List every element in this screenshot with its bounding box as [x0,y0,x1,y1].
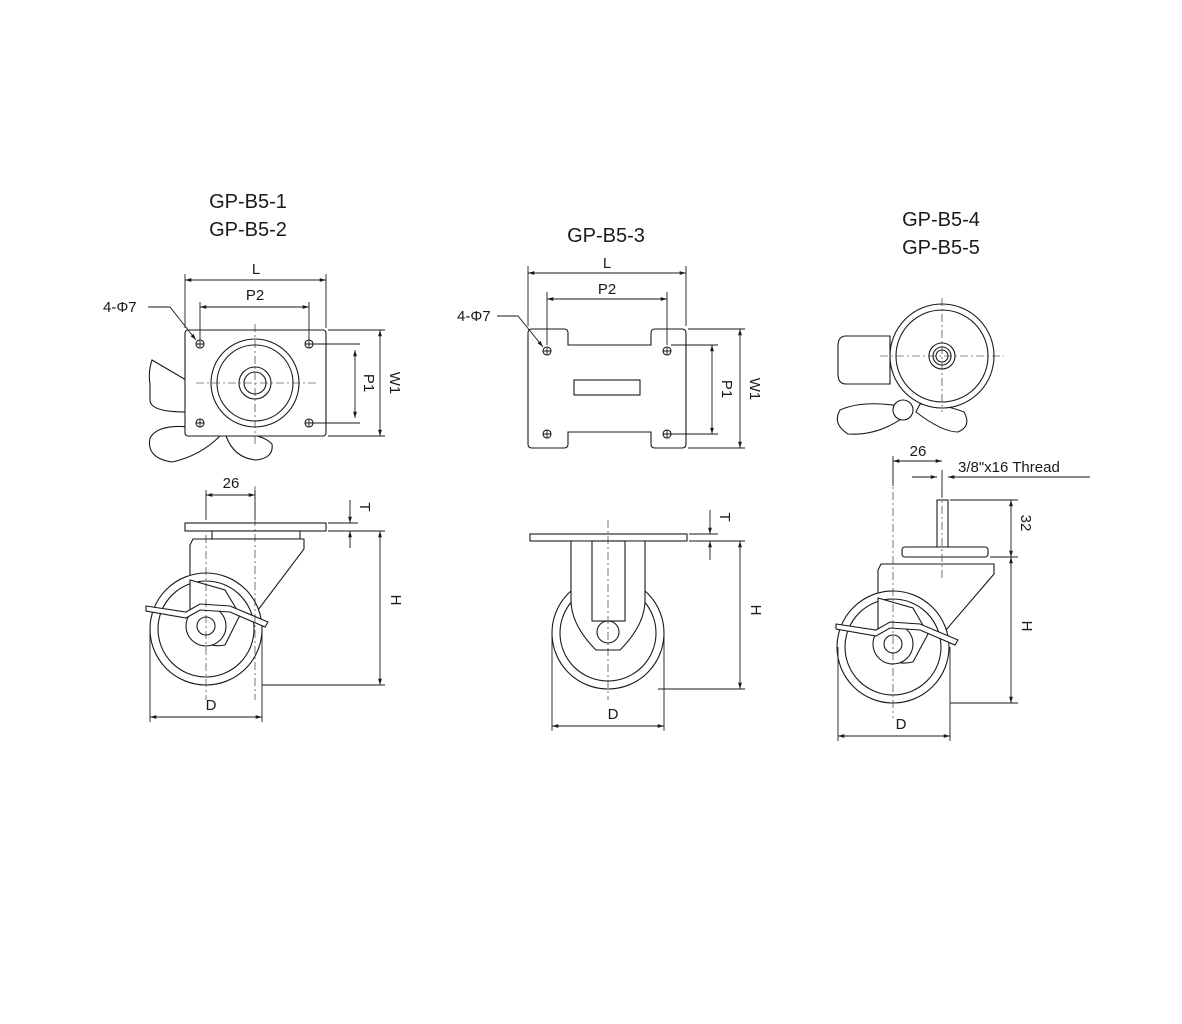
dim-label-d-2: D [608,706,619,723]
brake-pedal-top-view [148,359,187,413]
dim-label-p1-2: P1 [718,380,735,398]
dim-label-offset-3: 26 [910,443,927,460]
dim-label-l-2: L [603,255,611,272]
dim-label-h-3: H [1018,621,1035,632]
dim-label-holes-2: 4-Φ7 [457,308,491,325]
brake-pedal-top-view [837,335,891,385]
plate-slot [573,379,641,396]
brake-lever-side [835,621,959,646]
side-view-stem [835,460,995,718]
dim-label-l: L [252,261,260,278]
dim-label-offset-1: 26 [223,475,240,492]
dim-label-w1-2: W1 [746,378,763,401]
brake-hub [892,399,914,421]
top-plate-side [184,522,327,532]
top-view-plate-1 [148,324,327,463]
stem-base-plate [901,546,989,558]
swivel-raceway [211,530,301,540]
model-label-gp-b5-5: GP-B5-5 [902,237,980,259]
top-plate-side [529,533,688,542]
brake-lever-side [145,603,269,628]
dimensions-side-view-3: 26 3/8"x16 Thread 32 H D [837,443,1090,741]
model-label-gp-b5-2: GP-B5-2 [209,219,287,241]
side-view-swivel-1 [145,486,327,700]
wheel-tread-line [157,580,255,678]
dim-label-p2-2: P2 [598,281,616,298]
model-label-gp-b5-1: GP-B5-1 [209,191,287,213]
dimensions-side-view-1: 26 T H D [149,475,404,722]
dim-label-p2: P2 [246,287,264,304]
dimensions-top-view-2: L P2 P1 W1 4-Φ7 [457,255,763,449]
dim-label-p1: P1 [360,374,377,392]
top-view-plate-2 [527,328,687,449]
dimensions-side-view-2: T H D [551,510,764,731]
threaded-stem [936,499,949,548]
dim-label-d-1: D [206,697,217,714]
dim-label-h-1: H [387,595,404,606]
dim-label-t-1: T [356,502,373,511]
top-view-stem [836,298,1004,435]
dim-label-stem-height: 32 [1017,515,1034,532]
dim-label-thread: 3/8"x16 Thread [958,459,1060,476]
group-threaded-stem: GP-B5-4 GP-B5-5 [835,209,1090,741]
model-label-gp-b5-4: GP-B5-4 [902,209,980,231]
group-swivel-brake: GP-B5-1 GP-B5-2 L [103,191,404,722]
brake-lever-left [836,403,909,435]
dimensions-top-view-1: L P2 P1 W1 4-Φ7 [103,261,403,437]
dim-label-w1: W1 [386,372,403,395]
dim-label-h-2: H [747,605,764,616]
brake-lever-right [225,433,273,461]
dim-label-t-2: T [716,512,733,521]
side-view-fixed [529,520,688,700]
group-fixed: GP-B5-3 L P2 P1 [457,225,764,731]
dim-label-d-3: D [896,716,907,733]
dim-label-holes: 4-Φ7 [103,299,137,316]
model-label-gp-b5-3: GP-B5-3 [567,225,645,247]
